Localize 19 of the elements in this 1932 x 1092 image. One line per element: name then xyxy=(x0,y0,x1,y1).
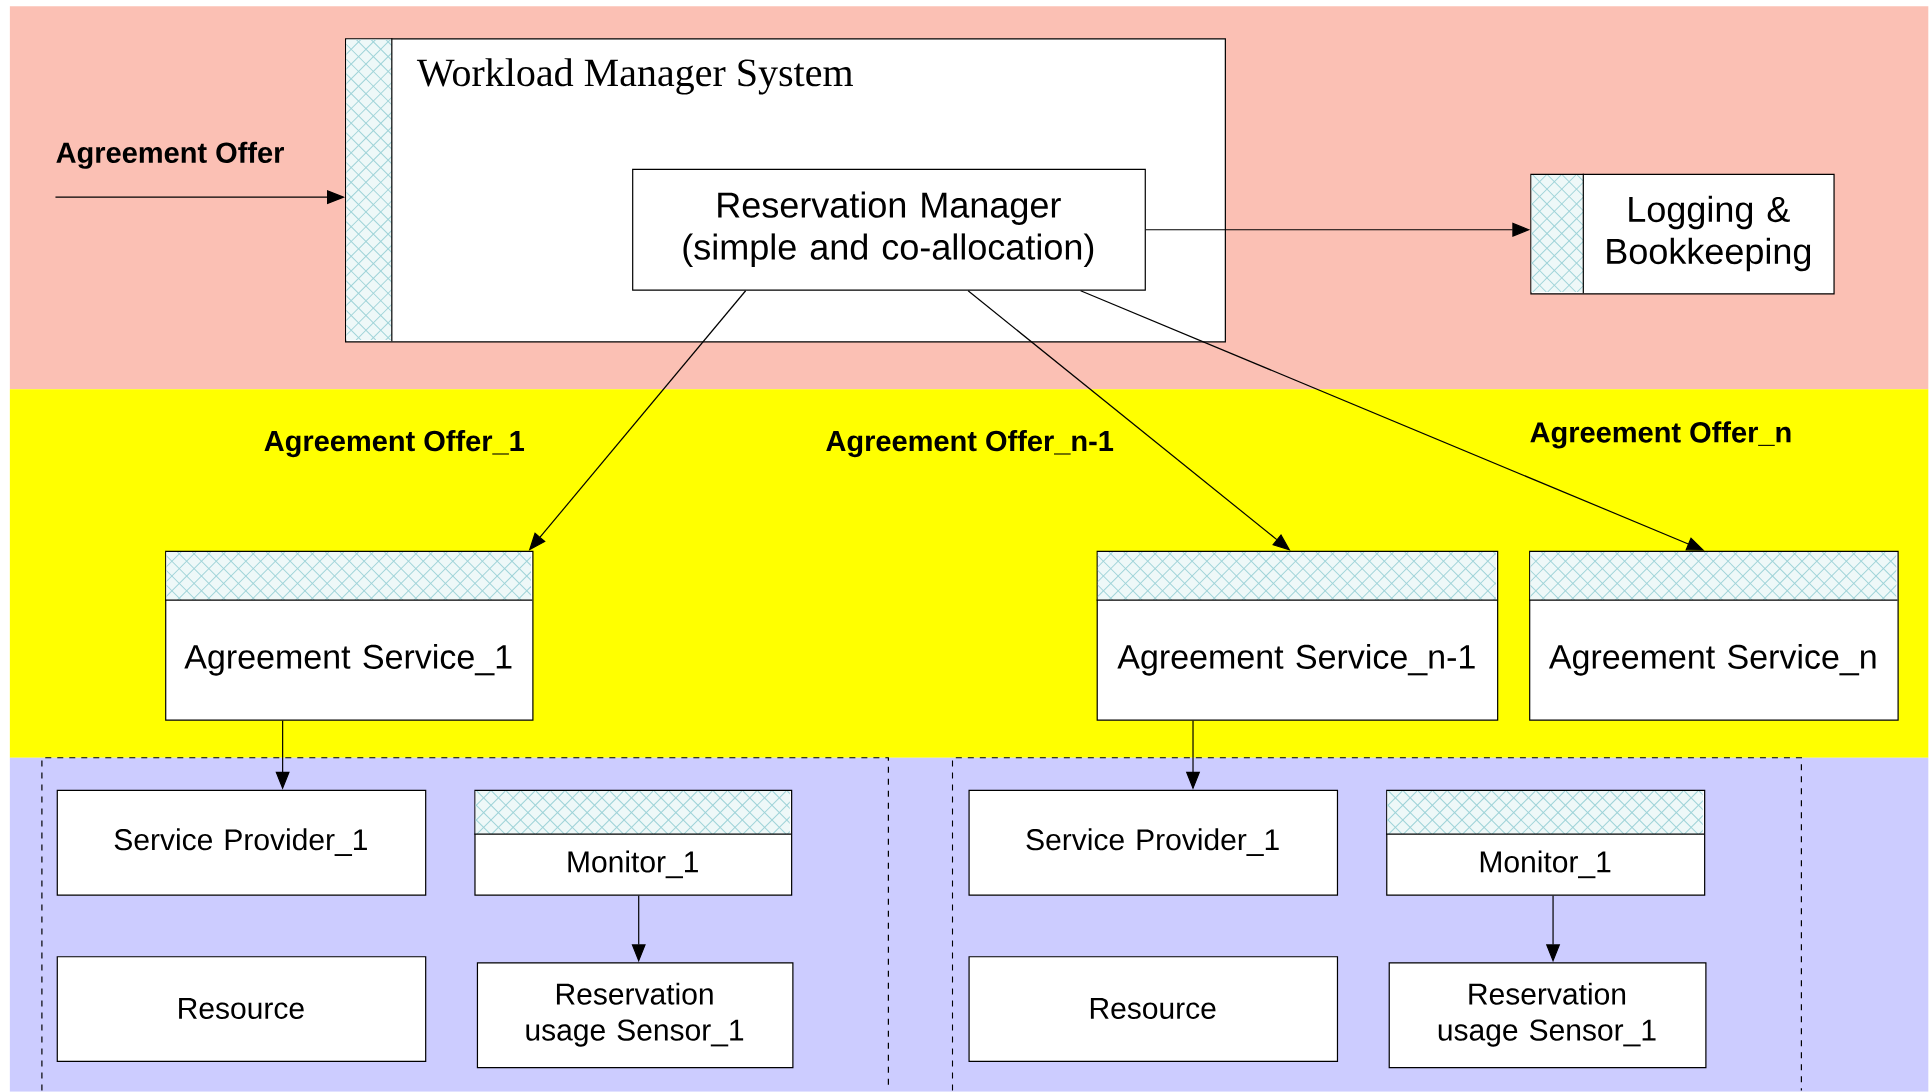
process-box: Agreement Service_1 xyxy=(164,550,534,721)
process-box: Service Provider_1 xyxy=(968,789,1339,896)
process-box: Service Provider_1 xyxy=(56,789,427,896)
process-box: Monitor_1 xyxy=(1385,789,1706,896)
edge-label: Agreement Offer_n xyxy=(1530,421,1791,449)
process-box: Reservation usage Sensor_1 xyxy=(476,962,794,1069)
edge-label: Agreement Offer_1 xyxy=(264,430,524,458)
process-box: Logging & Bookkeeping xyxy=(1530,173,1835,295)
process-box: Monitor_1 xyxy=(473,789,793,896)
edge-label: Agreement Offer_n-1 xyxy=(826,430,1114,458)
process-box: Reservation Manager (simple and co-allocation) xyxy=(632,168,1146,291)
process-box: Resource xyxy=(968,956,1339,1063)
dashed-group-box xyxy=(951,757,1802,1092)
dashed-group-box xyxy=(41,757,889,1092)
process-box: Resource xyxy=(56,956,427,1063)
process-box: Agreement Service_n-1 xyxy=(1096,550,1499,721)
edge-label: Agreement Offer xyxy=(56,141,284,169)
process-box: Reservation usage Sensor_1 xyxy=(1388,962,1707,1069)
process-box: Agreement Service_n xyxy=(1528,550,1899,721)
